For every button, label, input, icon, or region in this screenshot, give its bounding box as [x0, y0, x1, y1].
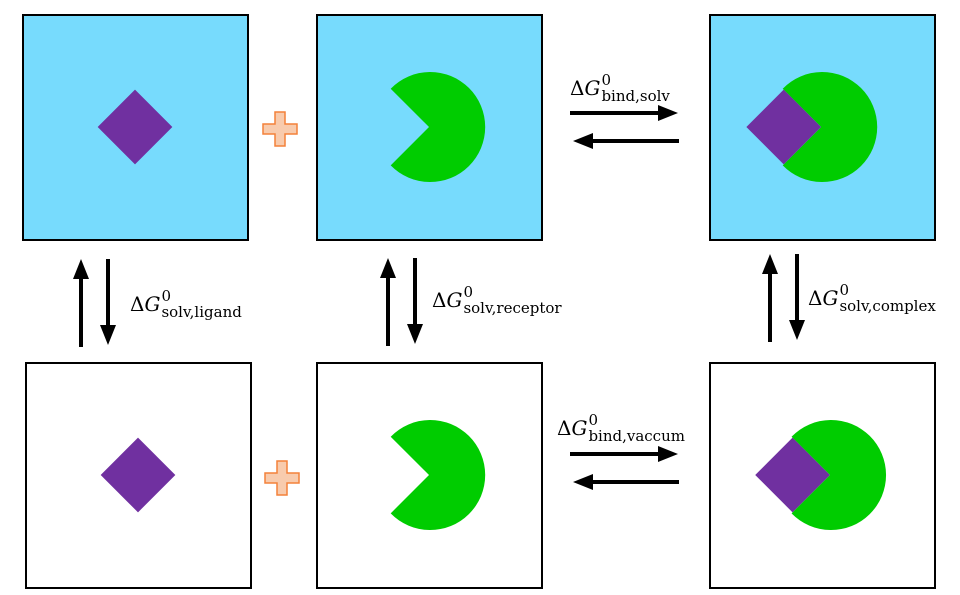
equilibrium-arrows-receptor — [380, 258, 423, 346]
vacuum-ligand-box — [25, 362, 252, 589]
vacuum-receptor-box — [316, 362, 543, 589]
vacuum-complex-box — [709, 362, 936, 589]
ligand-diamond-icon — [97, 89, 173, 165]
plus-icon — [264, 460, 300, 496]
complex-icon — [755, 419, 887, 531]
solvated-complex-box — [709, 14, 936, 241]
equilibrium-arrows-solv — [570, 105, 679, 149]
complex-icon — [746, 71, 878, 183]
solvated-ligand-box — [22, 14, 249, 241]
receptor-pacman-icon — [390, 419, 486, 531]
ligand-diamond-icon — [100, 437, 176, 513]
equilibrium-arrows-ligand — [73, 259, 116, 347]
equilibrium-arrows-complex — [762, 254, 805, 342]
equilibrium-arrows-vacuum — [570, 446, 679, 490]
solvated-receptor-box — [316, 14, 543, 241]
receptor-pacman-icon — [390, 71, 486, 183]
plus-icon — [262, 111, 298, 147]
